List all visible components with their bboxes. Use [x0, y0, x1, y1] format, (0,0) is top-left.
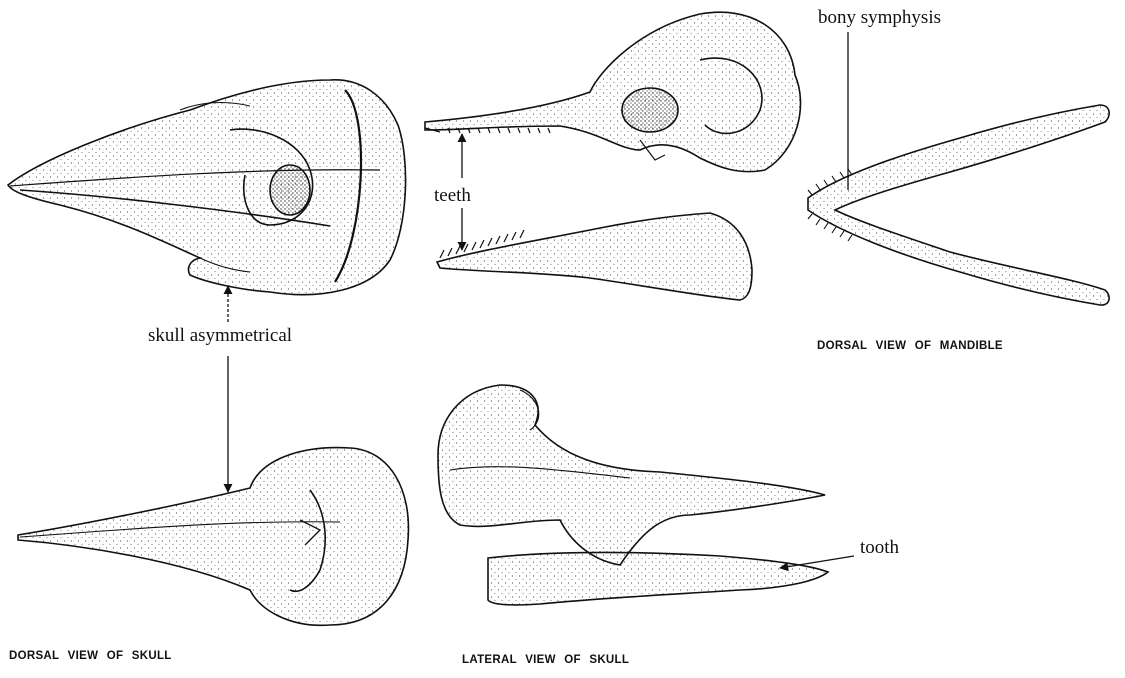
skull-lateral-top-drawing — [425, 12, 801, 171]
mandible-dorsal-drawing — [808, 105, 1109, 305]
caption-dorsal-view-of-skull: DORSAL VIEW OF SKULL — [9, 651, 172, 663]
skull-lateral-bottom-drawing — [438, 385, 825, 565]
label-tooth: tooth — [860, 538, 899, 557]
tooth-pointer — [780, 556, 854, 568]
label-teeth: teeth — [434, 186, 471, 205]
lower-jaw-lateral-bottom-drawing — [488, 553, 828, 605]
skull-dorsal-top-drawing — [8, 80, 406, 295]
label-skull-asymmetrical: skull asymmetrical — [148, 326, 292, 345]
lower-jaw-lateral-drawing — [437, 213, 752, 300]
caption-dorsal-view-of-mandible: DORSAL VIEW OF MANDIBLE — [817, 341, 1003, 353]
label-bony-symphysis: bony symphysis — [818, 8, 941, 27]
caption-lateral-view-of-skull: LATERAL VIEW OF SKULL — [462, 655, 629, 667]
skull-dorsal-bottom-drawing — [18, 448, 408, 626]
